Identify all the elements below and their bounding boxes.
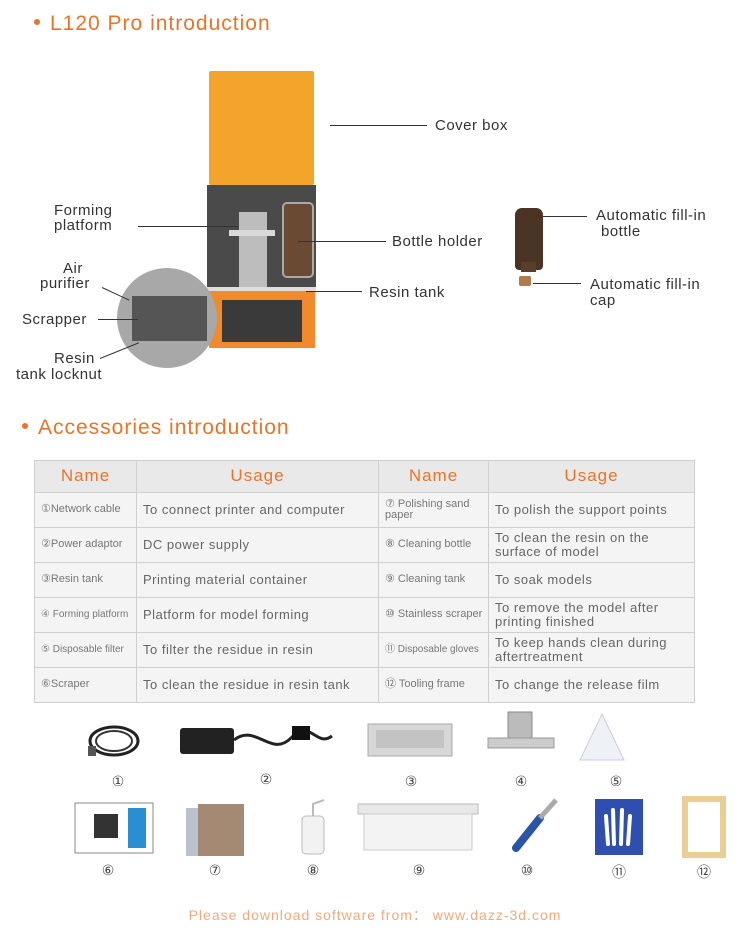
table-cell-usage: Platform for model forming (136, 596, 379, 633)
bullet-dot (22, 423, 28, 430)
detail-zoom-circle (117, 268, 217, 368)
table-cell-usage: To keep hands clean during aftertreatmen… (488, 631, 695, 668)
accessory-number: ④ (514, 773, 528, 789)
scraper-card-image (74, 802, 154, 854)
table-cell-name: ⑩ Stainless scraper (378, 596, 489, 633)
resin-tank-image (367, 723, 453, 757)
bottle-holder-label: Bottle holder (392, 233, 483, 250)
fill-cap-label-2: cap (590, 292, 616, 309)
table-cell-usage: To connect printer and computer (136, 491, 379, 528)
table-cell-name: ①Network cable (34, 491, 137, 528)
table-cell-usage: To soak models (488, 561, 695, 598)
intro-heading: L120 Pro introduction (34, 12, 271, 36)
table-header-usage: Usage (136, 460, 379, 493)
table-cell-name: ⑨ Cleaning tank (378, 561, 489, 598)
scrapper-line (98, 319, 138, 320)
cover-box-shape (209, 71, 314, 185)
fill-in-bottle-neck (521, 262, 536, 272)
table-cell-usage: To remove the model after printing finis… (488, 596, 695, 633)
fill-in-bottle-shape (515, 208, 543, 270)
table-cell-usage: To polish the support points (488, 491, 695, 528)
bullet-dot (34, 19, 40, 26)
resin-tank-shape (207, 287, 316, 291)
disposable-gloves-image (595, 799, 643, 855)
accessory-number: ③ (404, 773, 418, 789)
table-cell-name: ④ Forming platform (34, 596, 137, 633)
table-header-usage: Usage (488, 460, 695, 493)
forming-platform-image (487, 711, 555, 749)
table-cell-usage: Printing material container (136, 561, 379, 598)
air-purifier-label-2: purifier (40, 275, 90, 292)
accessories-title: Accessories introduction (38, 416, 290, 439)
table-header-name: Name (34, 460, 137, 493)
cleaning-tank-image (357, 803, 479, 851)
table-cell-usage: To change the release film (488, 666, 695, 704)
bottle-holder-shape (282, 202, 314, 278)
table-row: ④ Forming platform Platform for model fo… (34, 596, 695, 633)
bottle-holder-line (298, 241, 386, 242)
table-cell-name: ②Power adaptor (34, 526, 137, 563)
air-purifier-label-1: Air (63, 260, 83, 277)
accessory-number: ⑨ (412, 862, 426, 878)
table-cell-usage: To clean the resin on the surface of mod… (488, 526, 695, 563)
polishing-sand-paper-image (186, 804, 244, 856)
intro-title: L120 Pro introduction (50, 12, 271, 35)
forming-platform-label-1: Forming (54, 202, 113, 219)
forming-platform-shape (229, 230, 275, 236)
table-cell-name: ⑫ Tooling frame (378, 666, 489, 704)
table-row: ②Power adaptor DC power supply ⑧ Cleanin… (34, 526, 695, 563)
z-axis-rail (239, 212, 267, 287)
accessory-number: ⑩ (520, 862, 534, 878)
cleaning-bottle-image (301, 799, 325, 855)
accessory-number: ② (259, 771, 273, 787)
locknut-label-2: tank locknut (16, 366, 103, 383)
fill-cap-label-1: Automatic fill-in (590, 276, 701, 293)
table-row: ①Network cable To connect printer and co… (34, 491, 695, 528)
table-cell-usage: DC power supply (136, 526, 379, 563)
download-footer: Please download software from： www.dazz-… (188, 907, 562, 923)
forming-platform-line (138, 226, 238, 227)
accessories-table: Name Usage Name Usage ①Network cable To … (34, 460, 695, 704)
resin-tank-line (306, 291, 362, 292)
table-cell-name: ⑦ Polishing sand paper (378, 491, 489, 528)
table-cell-name: ③Resin tank (34, 561, 137, 598)
table-header-row: Name Usage Name Usage (34, 460, 695, 493)
tooling-frame-image (682, 796, 726, 858)
accessory-number: ⑧ (306, 862, 320, 878)
table-cell-usage: To clean the residue in resin tank (136, 666, 379, 704)
cover-box-line (330, 125, 427, 126)
table-row: ⑥Scraper To clean the residue in resin t… (34, 666, 695, 704)
network-cable-image (88, 725, 140, 757)
accessory-number: ① (111, 773, 125, 789)
table-row: ③Resin tank Printing material container … (34, 561, 695, 598)
locknut-label-1: Resin (54, 350, 95, 367)
zoom-detail (132, 296, 207, 341)
resin-tank-label: Resin tank (369, 284, 445, 301)
table-header-name: Name (378, 460, 489, 493)
accessory-number: ⑥ (101, 862, 115, 878)
cover-box-label: Cover box (435, 117, 508, 134)
accessory-number: ⑤ (609, 773, 623, 789)
fill-bottle-label-2: bottle (601, 223, 641, 240)
accessory-number: ⑪ (612, 864, 626, 880)
fill-bottle-label-1: Automatic fill-in (596, 207, 707, 224)
accessory-number: ⑦ (208, 862, 222, 878)
table-cell-name: ⑤ Disposable filter (34, 631, 137, 668)
disposable-filter-image (579, 712, 625, 761)
stainless-scraper-image (512, 798, 558, 852)
table-cell-usage: To filter the residue in resin (136, 631, 379, 668)
fill-in-cap-shape (519, 276, 531, 286)
printer-vent (222, 300, 302, 342)
power-adaptor-image (180, 726, 333, 754)
accessory-number: ⑫ (697, 864, 711, 880)
accessories-heading: Accessories introduction (22, 416, 290, 440)
table-cell-name: ⑥Scraper (34, 666, 137, 704)
scrapper-label: Scrapper (22, 311, 87, 328)
forming-platform-label-2: platform (54, 217, 113, 234)
table-cell-name: ⑪ Disposable gloves (378, 631, 489, 668)
table-cell-name: ⑧ Cleaning bottle (378, 526, 489, 563)
table-row: ⑤ Disposable filter To filter the residu… (34, 631, 695, 668)
fill-cap-line (533, 283, 581, 284)
fill-bottle-line (543, 216, 587, 217)
